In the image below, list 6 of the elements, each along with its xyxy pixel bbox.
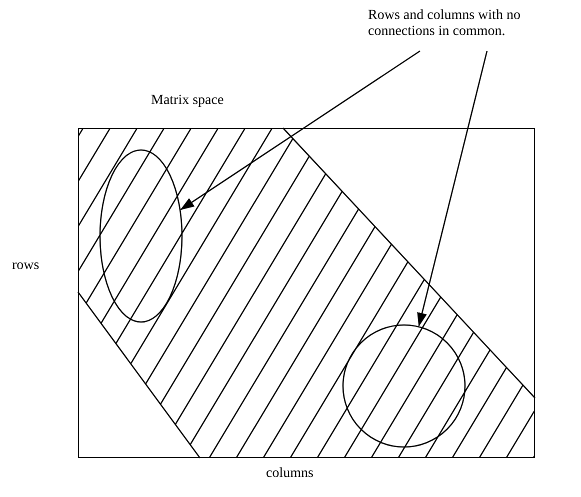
axis-label: rows: [12, 258, 40, 274]
arrow: [417, 50, 488, 327]
arrow: [180, 50, 420, 210]
axis-label: columns: [266, 466, 314, 482]
note-text: Rows and columns with no connections in common.: [368, 8, 573, 50]
heading: Matrix space: [151, 93, 224, 109]
